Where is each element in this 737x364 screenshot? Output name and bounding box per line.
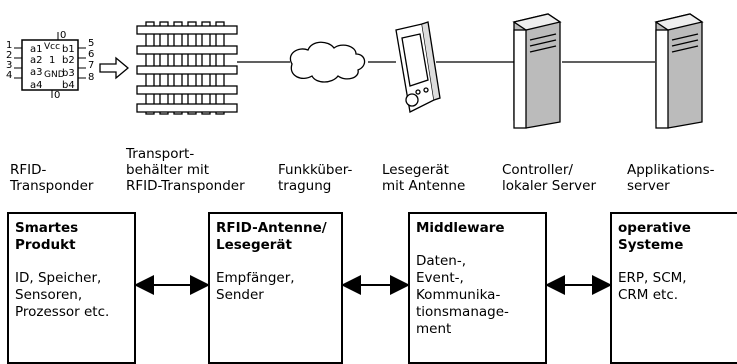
box-middleware: Middleware Daten-, Event-, Kommunika- ti… xyxy=(408,212,547,364)
rfid-chip-icon: 1 2 3 4 5 6 7 8 0 0 a1 Vcc b1 a2 1 b2 a3… xyxy=(6,30,94,101)
chip-text: GND xyxy=(44,70,65,80)
server-icon xyxy=(654,13,704,129)
box-rfid-antenna: RFID-Antenne/ Lesegerät Empfänger, Sende… xyxy=(208,212,343,364)
label-controller: Controller/ lokaler Server xyxy=(502,162,597,194)
pin-label: 3 xyxy=(6,60,12,71)
arrow-right-icon xyxy=(99,56,130,80)
box-title: RFID-Antenne/ Lesegerät xyxy=(216,220,327,253)
chip-text: a1 xyxy=(30,44,43,55)
server-icon xyxy=(512,13,562,129)
label-container: Transport- behälter mit RFID-Transponder xyxy=(126,146,245,194)
box-body: ERP, SCM, CRM etc. xyxy=(618,270,687,303)
box-operative-systems: operative Systeme ERP, SCM, CRM etc. xyxy=(610,212,737,364)
chip-text: Vcc xyxy=(44,42,60,52)
chip-text: a3 xyxy=(30,67,43,78)
pin-label: 7 xyxy=(88,60,94,71)
box-title: operative Systeme xyxy=(618,220,691,253)
chip-text: b2 xyxy=(62,55,75,66)
box-title: Middleware xyxy=(416,220,505,236)
pin-label: 4 xyxy=(6,70,12,81)
label-reader: Lesegerät mit Antenne xyxy=(382,162,466,194)
chip-text: a4 xyxy=(30,80,43,91)
pin-label: 5 xyxy=(88,38,94,49)
pin-label: 0 xyxy=(60,30,66,41)
illustration-row: 1 2 3 4 5 6 7 8 0 0 a1 Vcc b1 a2 1 b2 a3… xyxy=(6,13,704,129)
pin-label: 0 xyxy=(54,90,60,101)
chip-text: b4 xyxy=(62,80,75,91)
box-body: Daten-, Event-, Kommunika- tionsmanage- … xyxy=(416,253,509,337)
chip-text: b3 xyxy=(62,68,75,79)
pin-label: 1 xyxy=(6,40,12,51)
box-body: Empfänger, Sender xyxy=(216,270,295,303)
pin-label: 2 xyxy=(6,50,12,61)
connector-arrows xyxy=(134,275,612,295)
label-radio: Funkküber- tragung xyxy=(278,162,353,194)
label-transponder: RFID- Transponder xyxy=(10,162,94,194)
handheld-reader-icon xyxy=(395,21,441,113)
chip-text: a2 xyxy=(30,55,43,66)
cloud-icon xyxy=(289,41,366,83)
box-title: Smartes Produkt xyxy=(15,220,79,253)
chip-text: 1 xyxy=(49,55,55,66)
chip-text: b1 xyxy=(62,44,75,55)
pin-label: 6 xyxy=(88,49,94,60)
label-appserver: Applikations- server xyxy=(627,162,715,194)
pin-label: 8 xyxy=(88,72,94,83)
box-smart-product: Smartes Produkt ID, Speicher, Sensoren, … xyxy=(7,212,136,364)
box-body: ID, Speicher, Sensoren, Prozessor etc. xyxy=(15,270,110,320)
transport-container-icon xyxy=(136,21,238,115)
